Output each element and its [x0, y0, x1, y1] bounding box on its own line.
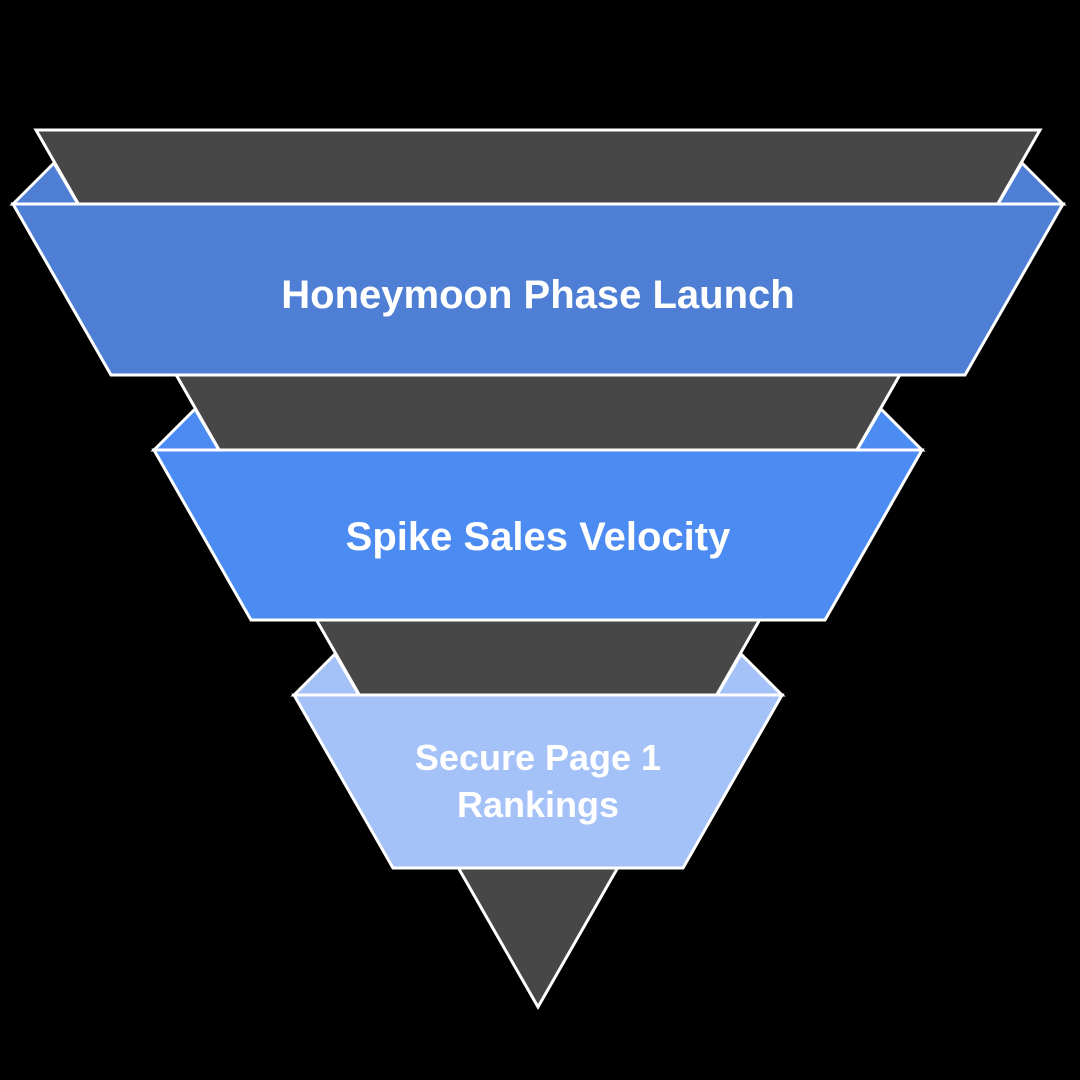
funnel-stage-1: Honeymoon Phase Launch — [9, 160, 1067, 377]
funnel-stage-2: Spike Sales Velocity — [150, 406, 926, 622]
stage-3-band — [291, 693, 785, 870]
funnel-stage-3: Secure Page 1 Rankings — [290, 651, 786, 870]
stage-2-label: Spike Sales Velocity — [346, 515, 731, 559]
stage-1-band — [10, 202, 1066, 377]
stage-3-label-line-2: Rankings — [457, 784, 619, 825]
stage-1-label: Honeymoon Phase Launch — [281, 273, 794, 317]
stage-2-band — [151, 448, 925, 622]
stage-3-label-line-1: Secure Page 1 — [415, 737, 661, 778]
